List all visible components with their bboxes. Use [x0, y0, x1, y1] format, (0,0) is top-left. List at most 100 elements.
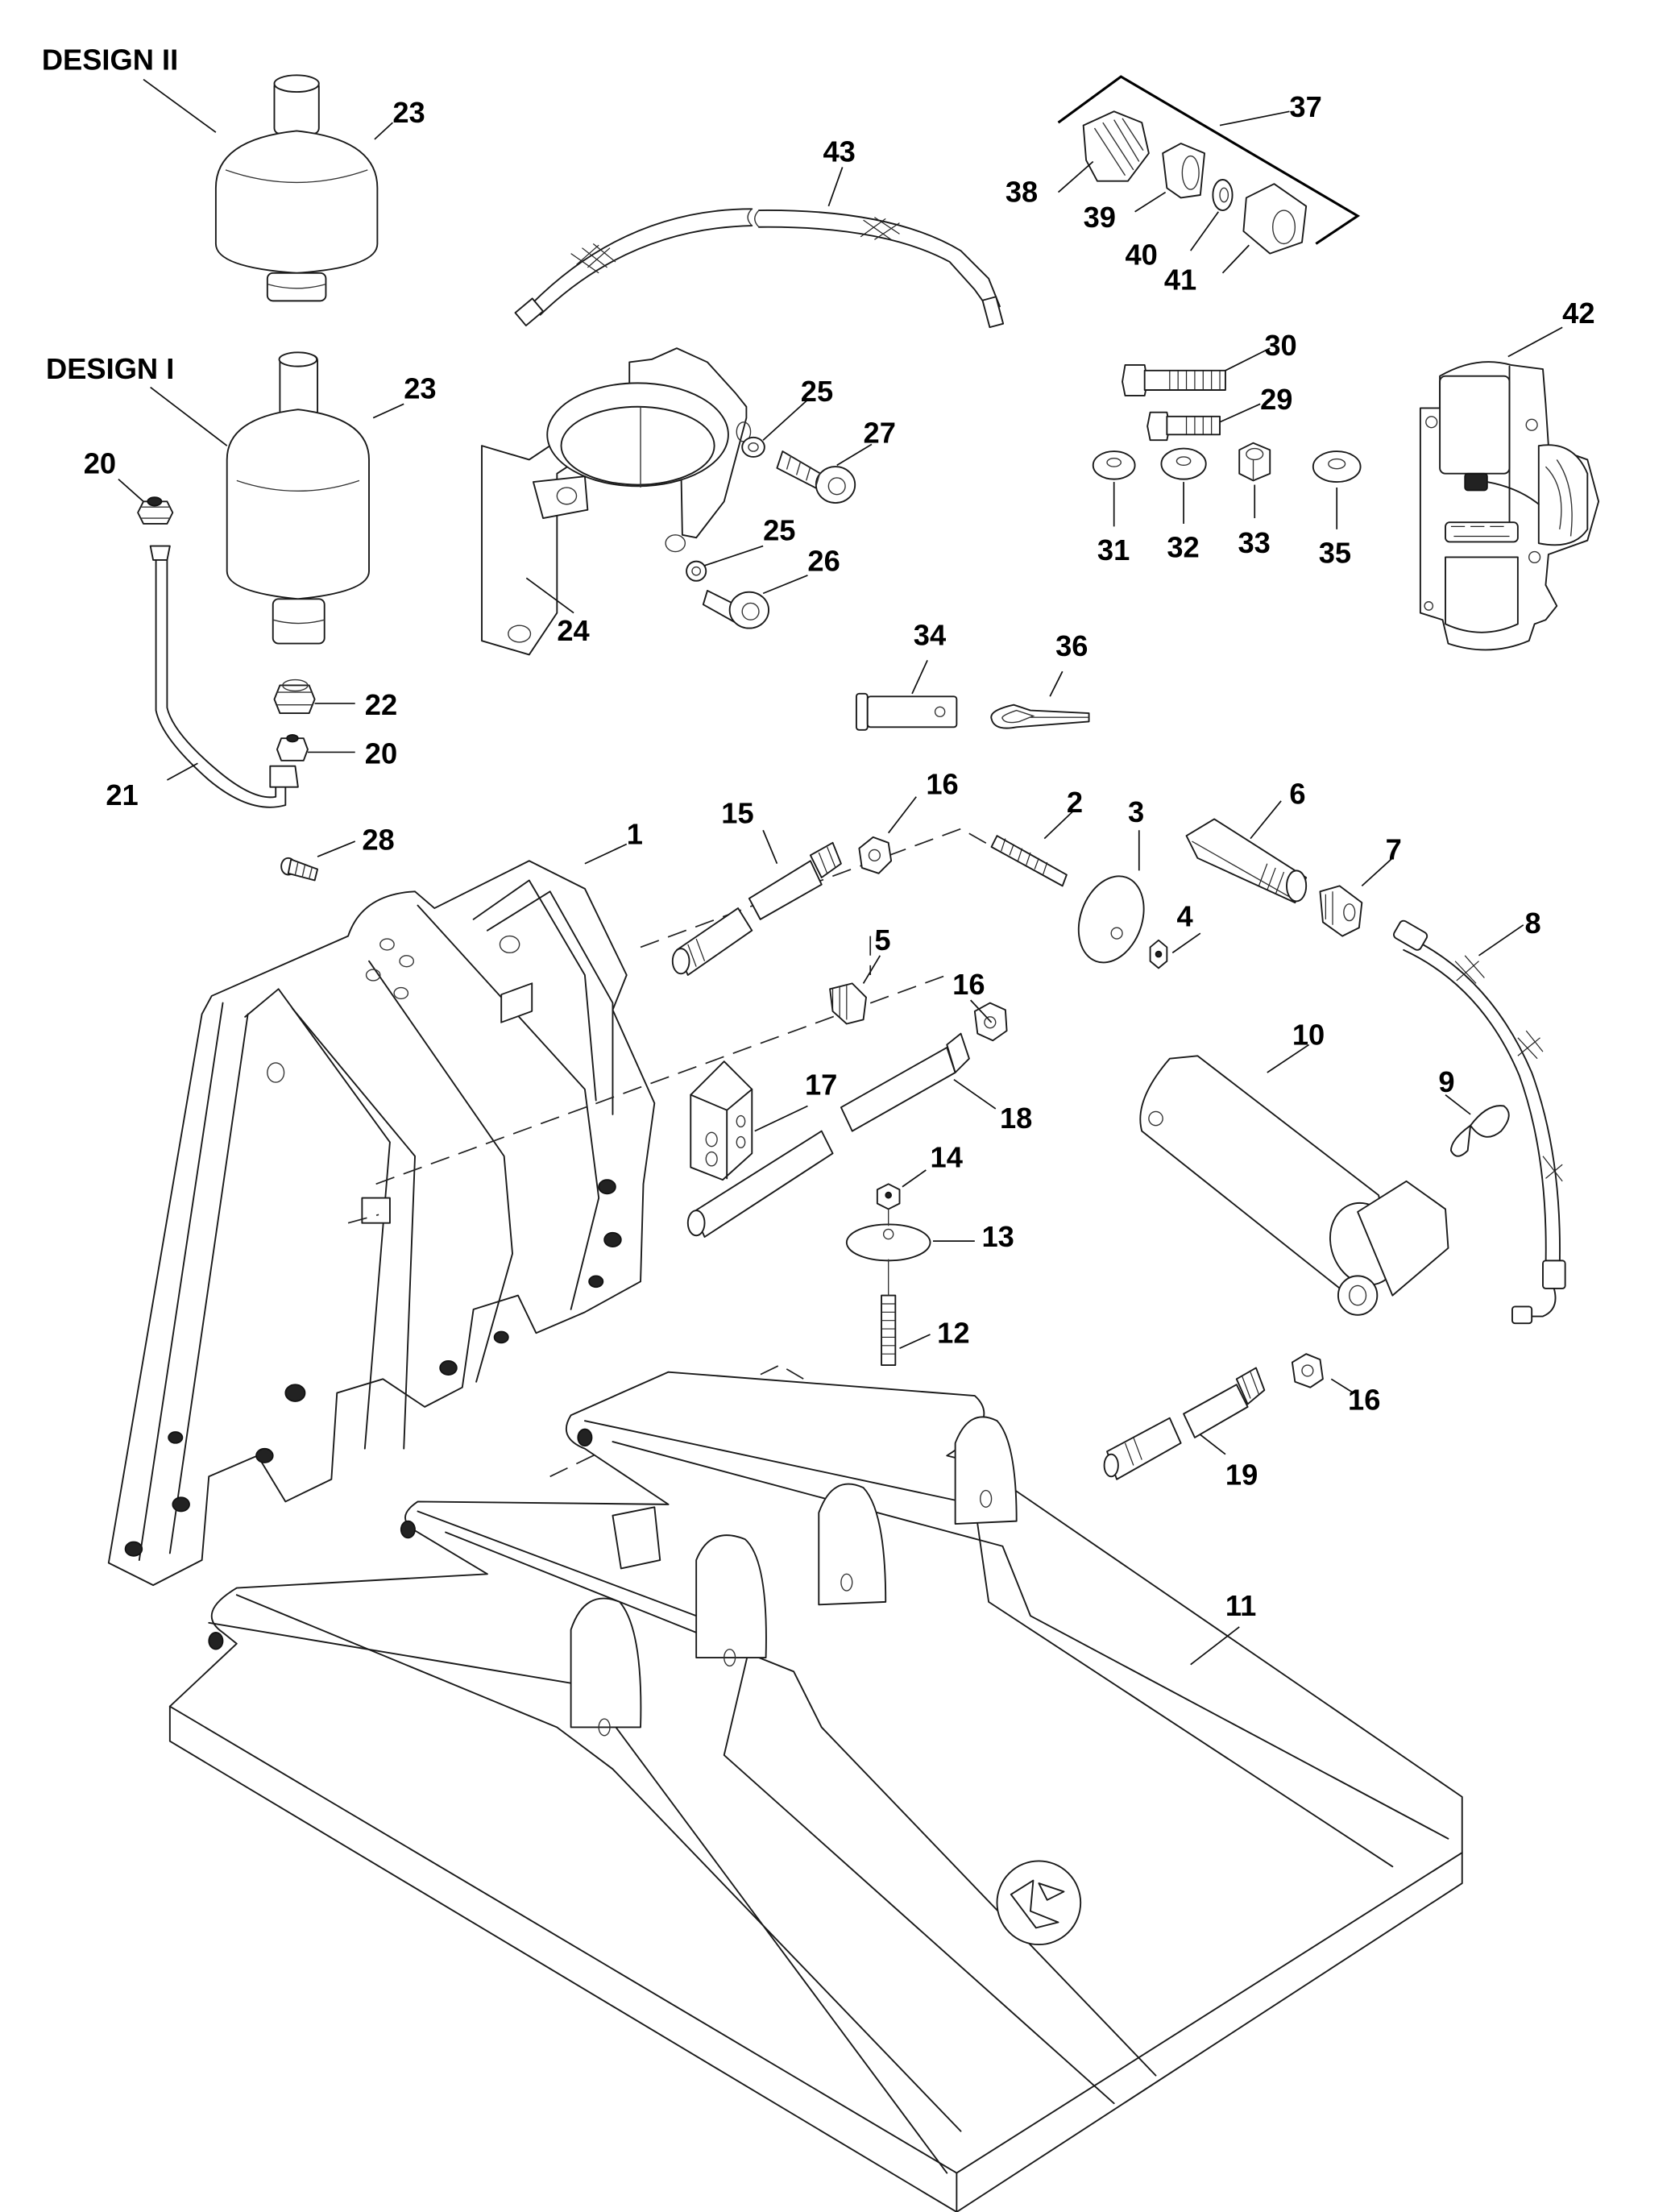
callout-4: 4	[1176, 900, 1192, 933]
c29-leader	[1219, 403, 1261, 423]
bracket-icon	[481, 347, 752, 656]
pin-6-group: 6 7	[1185, 777, 1402, 937]
fitting-kit-37-group: 37 38 39 40 41	[1006, 75, 1361, 297]
callout-1: 1	[627, 818, 643, 851]
tube-icon	[149, 545, 299, 808]
c39-leader	[1134, 191, 1167, 213]
washer-icon	[1160, 447, 1207, 480]
stud-icon	[990, 835, 1068, 887]
callout-25-bottom: 25	[763, 514, 795, 547]
callout-18: 18	[1000, 1102, 1032, 1135]
c27-leader	[836, 443, 873, 467]
nut-icon	[1149, 939, 1168, 969]
plug-icon	[829, 982, 867, 1025]
callout-26: 26	[807, 545, 840, 578]
fitting-icon	[1319, 885, 1363, 937]
c41-leader	[1221, 244, 1250, 274]
callout-25-top: 25	[801, 375, 833, 408]
callout-20-bottom: 20	[365, 737, 397, 770]
fitting-icon	[276, 733, 309, 762]
screw-icon	[776, 450, 856, 504]
lockwasher-icon	[686, 560, 707, 582]
bracket-24-group: 24 25 27 25 26	[481, 347, 896, 656]
screw-icon	[702, 589, 769, 629]
callout-42: 42	[1562, 297, 1594, 330]
washer-icon	[1312, 450, 1362, 483]
hose-icon	[1393, 919, 1566, 1325]
c15-leader	[762, 829, 778, 865]
callout-10: 10	[1292, 1018, 1325, 1051]
c23a-leader	[374, 122, 393, 140]
reservoir-icon	[214, 74, 379, 302]
callout-16-top: 16	[926, 767, 958, 800]
pump-motor-icon	[1419, 361, 1600, 651]
transom-bracket-icon	[107, 860, 656, 1587]
callout-20-top: 20	[84, 447, 116, 480]
clip-icon	[1449, 1105, 1510, 1157]
shaft-19-group: 19 16	[1103, 1353, 1380, 1492]
reservoir-design-2: DESIGN II 23	[42, 43, 425, 302]
callout-15: 15	[721, 797, 753, 830]
reservoir-design-1: DESIGN I 23	[46, 351, 437, 645]
c1-leader	[584, 843, 628, 865]
callout-13: 13	[981, 1220, 1014, 1253]
cotter-pin-icon	[990, 703, 1090, 729]
callout-3: 3	[1128, 795, 1144, 828]
c2-leader	[1043, 810, 1075, 840]
fitting-group-left: 20 21 22 20	[84, 447, 397, 882]
c21-leader	[166, 762, 198, 781]
base-plate-11: 11	[168, 1371, 1463, 2212]
callout-16-bottom: 16	[1348, 1383, 1380, 1416]
c14-leader	[902, 1169, 927, 1188]
bolt-icon	[1122, 363, 1226, 396]
pin-group: 34 36	[855, 618, 1090, 731]
callout-23-design-1: 23	[404, 371, 436, 405]
fitting-icon	[1082, 110, 1150, 182]
nut-icon	[876, 1183, 901, 1210]
pump-motor-42-group: 42	[1419, 297, 1600, 651]
shaft-icon	[671, 841, 842, 976]
c26-leader	[762, 575, 808, 595]
callout-8: 8	[1525, 907, 1541, 940]
callout-37: 37	[1289, 90, 1321, 123]
c24-leader	[525, 577, 574, 614]
callout-30: 30	[1264, 329, 1296, 362]
c34-leader	[911, 659, 928, 695]
callout-36: 36	[1055, 629, 1088, 662]
c20a-leader	[118, 478, 144, 502]
c6-leader	[1250, 800, 1282, 840]
nut-icon	[1242, 183, 1308, 255]
c19-leader	[1200, 1434, 1226, 1455]
stud-icon	[881, 1259, 897, 1366]
nut-icon	[1238, 442, 1271, 482]
block-group: 5 16 17 18	[686, 923, 1032, 1238]
callout-31: 31	[1097, 533, 1130, 566]
c30-leader	[1225, 347, 1271, 371]
washer-icon	[1092, 450, 1136, 480]
c7-leader	[1361, 857, 1393, 887]
sleeve-icon	[1162, 143, 1205, 199]
c36-leader	[1049, 670, 1064, 697]
callout-6: 6	[1289, 777, 1305, 810]
callout-43: 43	[823, 135, 855, 168]
cylinder-10-group: 10	[1139, 1018, 1449, 1316]
callout-38: 38	[1006, 176, 1038, 209]
c28-leader	[317, 840, 356, 857]
bolt-icon	[1146, 411, 1221, 442]
callout-35: 35	[1319, 536, 1351, 569]
callout-29: 29	[1260, 383, 1292, 416]
callout-24: 24	[557, 614, 589, 647]
c43-leader	[827, 167, 844, 207]
hose-8-group: 8 9	[1393, 907, 1566, 1325]
c4-leader	[1171, 932, 1201, 954]
washer-disc-icon	[1077, 875, 1145, 964]
callout-2: 2	[1067, 786, 1083, 819]
stud-group-12-14: 14 13 12	[845, 1141, 1014, 1366]
block-icon	[690, 1060, 753, 1181]
callout-33: 33	[1238, 526, 1270, 559]
c16c-leader	[1330, 1378, 1354, 1394]
cylinder-icon	[1139, 1055, 1449, 1316]
washer-disc-icon	[845, 1209, 931, 1262]
shaft-icon	[686, 1032, 970, 1238]
